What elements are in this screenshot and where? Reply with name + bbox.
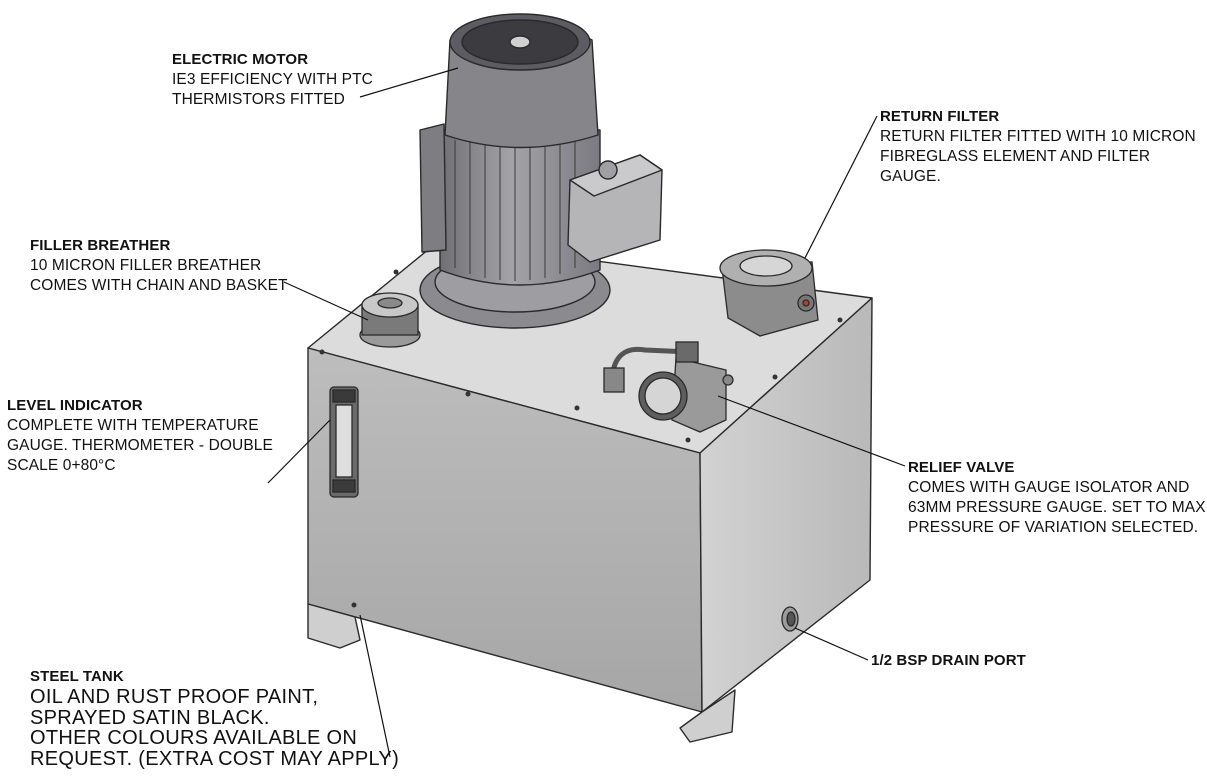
- filler-breather: [359, 292, 421, 348]
- relief-valve-assembly: [603, 341, 734, 433]
- electric-motor-title: ELECTRIC MOTOR: [172, 51, 309, 68]
- relief-valve-title: RELIEF VALVE: [908, 459, 1015, 476]
- level-indicator: [329, 386, 359, 498]
- level-indicator-text: COMPLETE WITH TEMPERATURE GAUGE. THERMOM…: [7, 417, 273, 474]
- electric-motor: [419, 13, 663, 329]
- drain-port: [781, 606, 799, 632]
- leader-filler-breather: [283, 281, 369, 321]
- tank-foot-right: [679, 689, 736, 743]
- tank-foot-left: [307, 603, 361, 649]
- drain-port-title: 1/2 BSP DRAIN PORT: [871, 652, 1026, 669]
- level-indicator-callout: LEVEL INDICATOR COMPLETE WITH TEMPERATUR…: [7, 396, 273, 476]
- leader-relief-valve: [717, 395, 906, 467]
- relief-valve-text: COMES WITH GAUGE ISOLATOR AND 63MM PRESS…: [908, 479, 1206, 536]
- filler-breather-title: FILLER BREATHER: [30, 237, 171, 254]
- steel-tank-callout: STEEL TANK OIL AND RUST PROOF PAINT, SPR…: [30, 667, 399, 769]
- return-filter-callout: RETURN FILTER RETURN FILTER FITTED WITH …: [880, 107, 1207, 187]
- tank-side-face: [699, 297, 873, 713]
- filler-breather-callout: FILLER BREATHER 10 MICRON FILLER BREATHE…: [30, 236, 288, 296]
- relief-valve-callout: RELIEF VALVE COMES WITH GAUGE ISOLATOR A…: [908, 458, 1206, 538]
- drain-port-callout: 1/2 BSP DRAIN PORT: [871, 651, 1026, 671]
- leader-level-indicator: [267, 419, 331, 484]
- return-filter-title: RETURN FILTER: [880, 108, 1000, 125]
- leader-steel-tank: [359, 614, 391, 758]
- electric-motor-callout: ELECTRIC MOTOR IE3 EFFICIENCY WITH PTC T…: [172, 50, 373, 110]
- leader-return-filter: [804, 115, 878, 259]
- return-filter: [719, 249, 819, 337]
- level-indicator-title: LEVEL INDICATOR: [7, 397, 143, 414]
- electric-motor-text: IE3 EFFICIENCY WITH PTC THERMISTORS FITT…: [172, 71, 373, 108]
- leader-electric-motor: [359, 67, 459, 98]
- steel-tank-text: OIL AND RUST PROOF PAINT, SPRAYED SATIN …: [30, 686, 400, 770]
- return-filter-text: RETURN FILTER FITTED WITH 10 MICRON FIBR…: [880, 128, 1196, 185]
- leader-drain-port: [794, 627, 869, 661]
- leader-lines: [267, 67, 906, 758]
- steel-tank-title: STEEL TANK: [30, 668, 124, 685]
- filler-breather-text: 10 MICRON FILLER BREATHER COMES WITH CHA…: [30, 257, 288, 294]
